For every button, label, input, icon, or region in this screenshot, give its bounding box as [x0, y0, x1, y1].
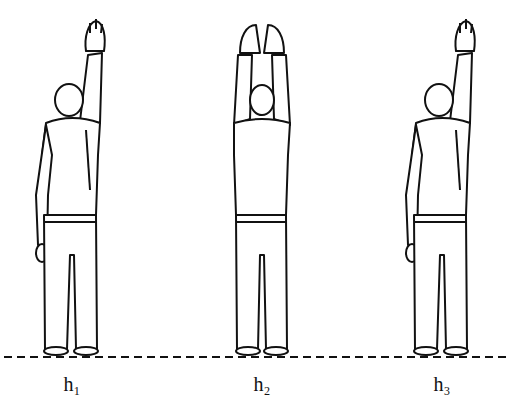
person-on-toes	[406, 19, 475, 355]
person-two-arms	[234, 25, 290, 355]
height-label: h₁	[64, 374, 81, 394]
ground-line	[4, 356, 508, 358]
height-label: h₃	[434, 374, 451, 394]
person-one-arm	[36, 19, 105, 355]
height-label: h₂	[254, 374, 271, 394]
